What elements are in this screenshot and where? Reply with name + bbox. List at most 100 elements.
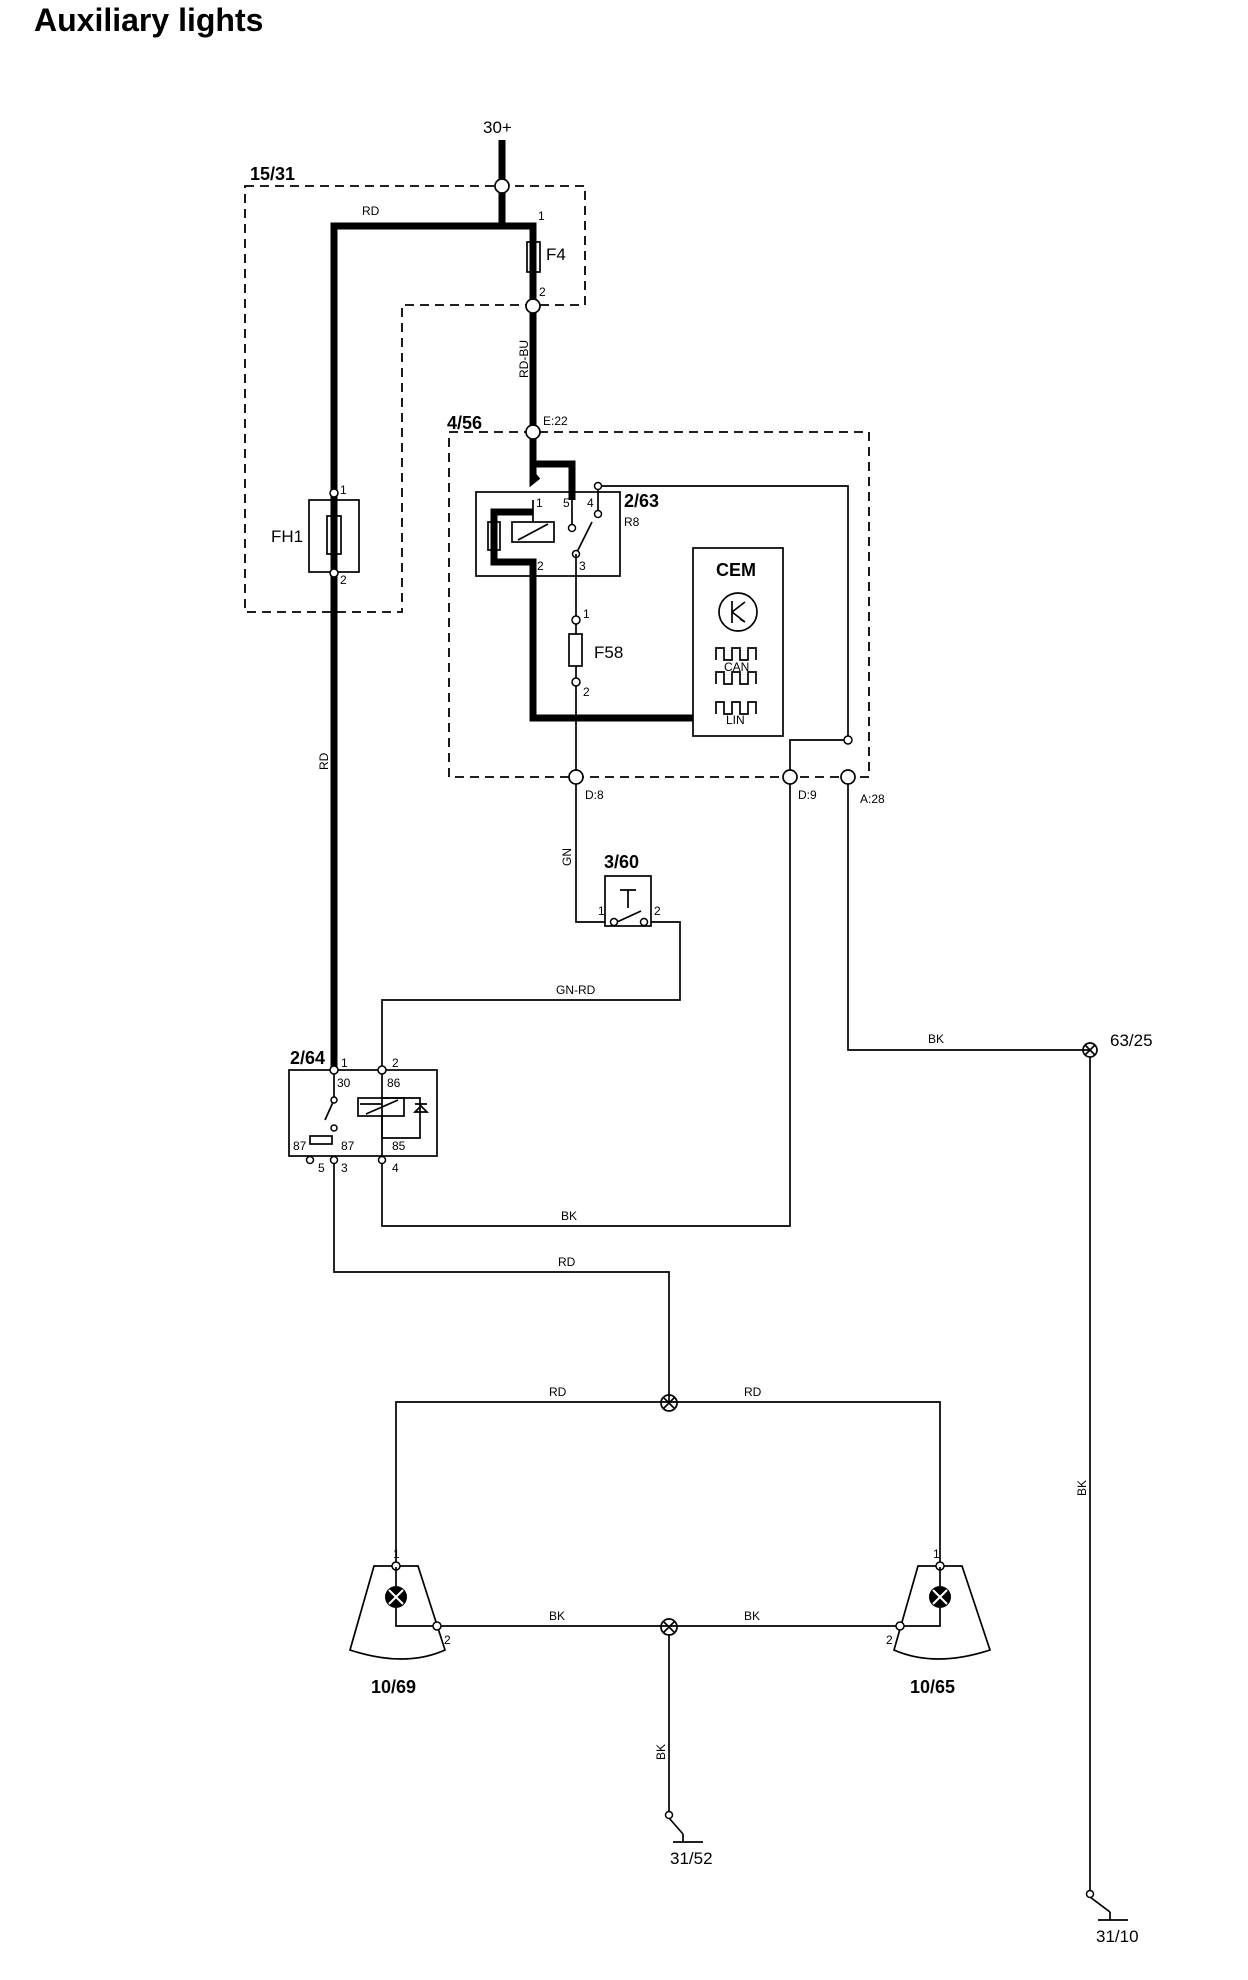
wire-label-rd-top: RD	[362, 204, 380, 218]
relay-r8-pin-5: 5	[563, 496, 570, 510]
wire-label-gn: GN	[560, 848, 574, 866]
switch-label: 3/60	[604, 852, 639, 872]
lamp-right-label: 10/65	[910, 1677, 955, 1697]
fh1-terminal-1	[329, 488, 339, 498]
relay-aux-label: 2/64	[290, 1048, 325, 1068]
relay-aux-contact-pivot	[330, 1096, 338, 1104]
gn-rd-wire	[381, 921, 681, 1068]
relay-aux-pin-3: 3	[341, 1161, 348, 1175]
relay-r8-pin-2: 2	[537, 559, 544, 573]
fuse-f58-label: F58	[594, 643, 623, 662]
relay-r8-contact-5-point	[567, 523, 577, 533]
cem-transistor-symbol	[731, 601, 746, 623]
relay-aux-diode	[412, 1103, 430, 1113]
switch-contact-1	[609, 917, 619, 927]
relay-r8-resistor	[487, 521, 501, 551]
relay-aux-pin-4: 4	[392, 1161, 399, 1175]
wire-label-rd-left: RD	[549, 1385, 567, 1399]
relay-aux-pin-5: 5	[318, 1161, 325, 1175]
wire-label-bk-a28: BK	[928, 1032, 944, 1046]
switch-contact-2	[639, 917, 649, 927]
relay-aux-pin2-terminal	[377, 1065, 387, 1075]
connector-e22-label: E:22	[543, 414, 568, 428]
connector-d8-terminal	[568, 769, 584, 785]
a28-internal-terminal	[843, 735, 853, 745]
relay-r8-pin-3: 3	[579, 559, 586, 573]
bk-relay-d9-wire	[381, 784, 791, 1227]
lamp-right-internal-wire	[900, 1567, 941, 1627]
lamp-left-pin-1: 1	[393, 1547, 400, 1561]
ground-31-52-terminal	[664, 1810, 674, 1820]
cem-transistor-icon	[718, 592, 758, 632]
rd-main-wire	[330, 186, 506, 1070]
fh1-pin-1: 1	[340, 483, 347, 497]
f58-terminal-2	[571, 677, 581, 687]
relay-aux-pin-2: 2	[392, 1056, 399, 1070]
relay-r8-feed	[529, 439, 576, 500]
can-signal-icon-2	[715, 671, 757, 685]
wire-label-bk-ground: BK	[654, 1744, 668, 1760]
relay-r8-pin-4: 4	[587, 496, 594, 510]
relay-aux-pin-1: 1	[341, 1056, 348, 1070]
switch-actuator	[620, 889, 636, 908]
relay-r8-pin-1: 1	[536, 496, 543, 510]
lin-label: LIN	[726, 713, 745, 727]
lamp-left-label: 10/69	[371, 1677, 416, 1697]
page-title: Auxiliary lights	[34, 2, 264, 38]
relay-aux-coil-mark	[365, 1099, 399, 1115]
relay-aux-pin-87a: 87	[293, 1139, 307, 1153]
wire-label-gn-rd: GN-RD	[556, 983, 596, 997]
splice-63-25-label: 63/25	[1110, 1031, 1153, 1050]
f4-pin-2: 2	[539, 285, 546, 299]
wire-label-rd-vertical: RD	[317, 752, 331, 770]
splice-63-25-mark	[1084, 1044, 1096, 1056]
switch-pin-1: 1	[598, 904, 605, 918]
fuse-box-label: 15/31	[250, 164, 295, 184]
wire-label-bk-right: BK	[744, 1609, 760, 1623]
ground-31-52-icon	[668, 1817, 703, 1843]
rd-lamp-feed-wire	[395, 1401, 941, 1566]
fuse-f58	[568, 633, 583, 667]
supply-label: 30+	[483, 118, 512, 137]
relay-aux-pin-85: 85	[392, 1139, 406, 1153]
cem-box-4-56	[448, 431, 870, 778]
relay-aux-pin3-terminal	[329, 1155, 339, 1165]
switch-3-60	[604, 875, 652, 927]
fuse-f4-label: F4	[546, 245, 566, 264]
ground-31-10-icon	[1089, 1896, 1128, 1921]
lin-signal-icon	[715, 701, 757, 715]
relay-aux-bridge	[309, 1135, 333, 1145]
wire-label-rd-relay: RD	[558, 1255, 576, 1269]
relay-aux-pin-87b: 87	[341, 1139, 355, 1153]
lamp-left-pin2-terminal	[432, 1621, 442, 1631]
f4-pin-1: 1	[538, 209, 545, 223]
f4-feed-wire	[502, 222, 537, 306]
relay-r8-contact-4	[593, 509, 603, 519]
f4-terminal-2	[525, 298, 541, 314]
wire-label-rd-bu: RD-BU	[517, 340, 531, 378]
relay-aux-pin4-terminal	[377, 1155, 387, 1165]
switch-pin-2: 2	[654, 904, 661, 918]
relay-r8-label: R8	[624, 515, 640, 529]
splice-rd-lamps	[660, 1394, 678, 1412]
lamp-right-pin-2: 2	[886, 1633, 893, 1647]
f58-terminal-1	[571, 615, 581, 625]
splice-rd-lamps-mark	[662, 1396, 676, 1410]
can-signal-icon-1	[715, 647, 757, 661]
bk-a28-splice-wire	[847, 784, 1090, 1051]
relay-r8-coil-feed	[529, 464, 541, 488]
relay-r8-pin4-wire	[597, 485, 849, 740]
connector-e22-terminal	[525, 424, 541, 440]
relay-r8-coil-ground	[490, 508, 693, 722]
ground-31-10-label: 31/10	[1096, 1927, 1139, 1946]
fuse-box-entry-terminal	[494, 178, 510, 194]
switch-contact-arm	[616, 910, 642, 923]
fuse-fh1-label: FH1	[271, 527, 303, 546]
cem-label: CEM	[716, 560, 756, 580]
gn-wire	[575, 784, 605, 923]
relay-2-64	[288, 1069, 438, 1157]
lamp-right-pin-1: 1	[933, 1547, 940, 1561]
d9-internal-wire	[789, 739, 848, 775]
lamp-right-pin2-terminal	[895, 1621, 905, 1631]
